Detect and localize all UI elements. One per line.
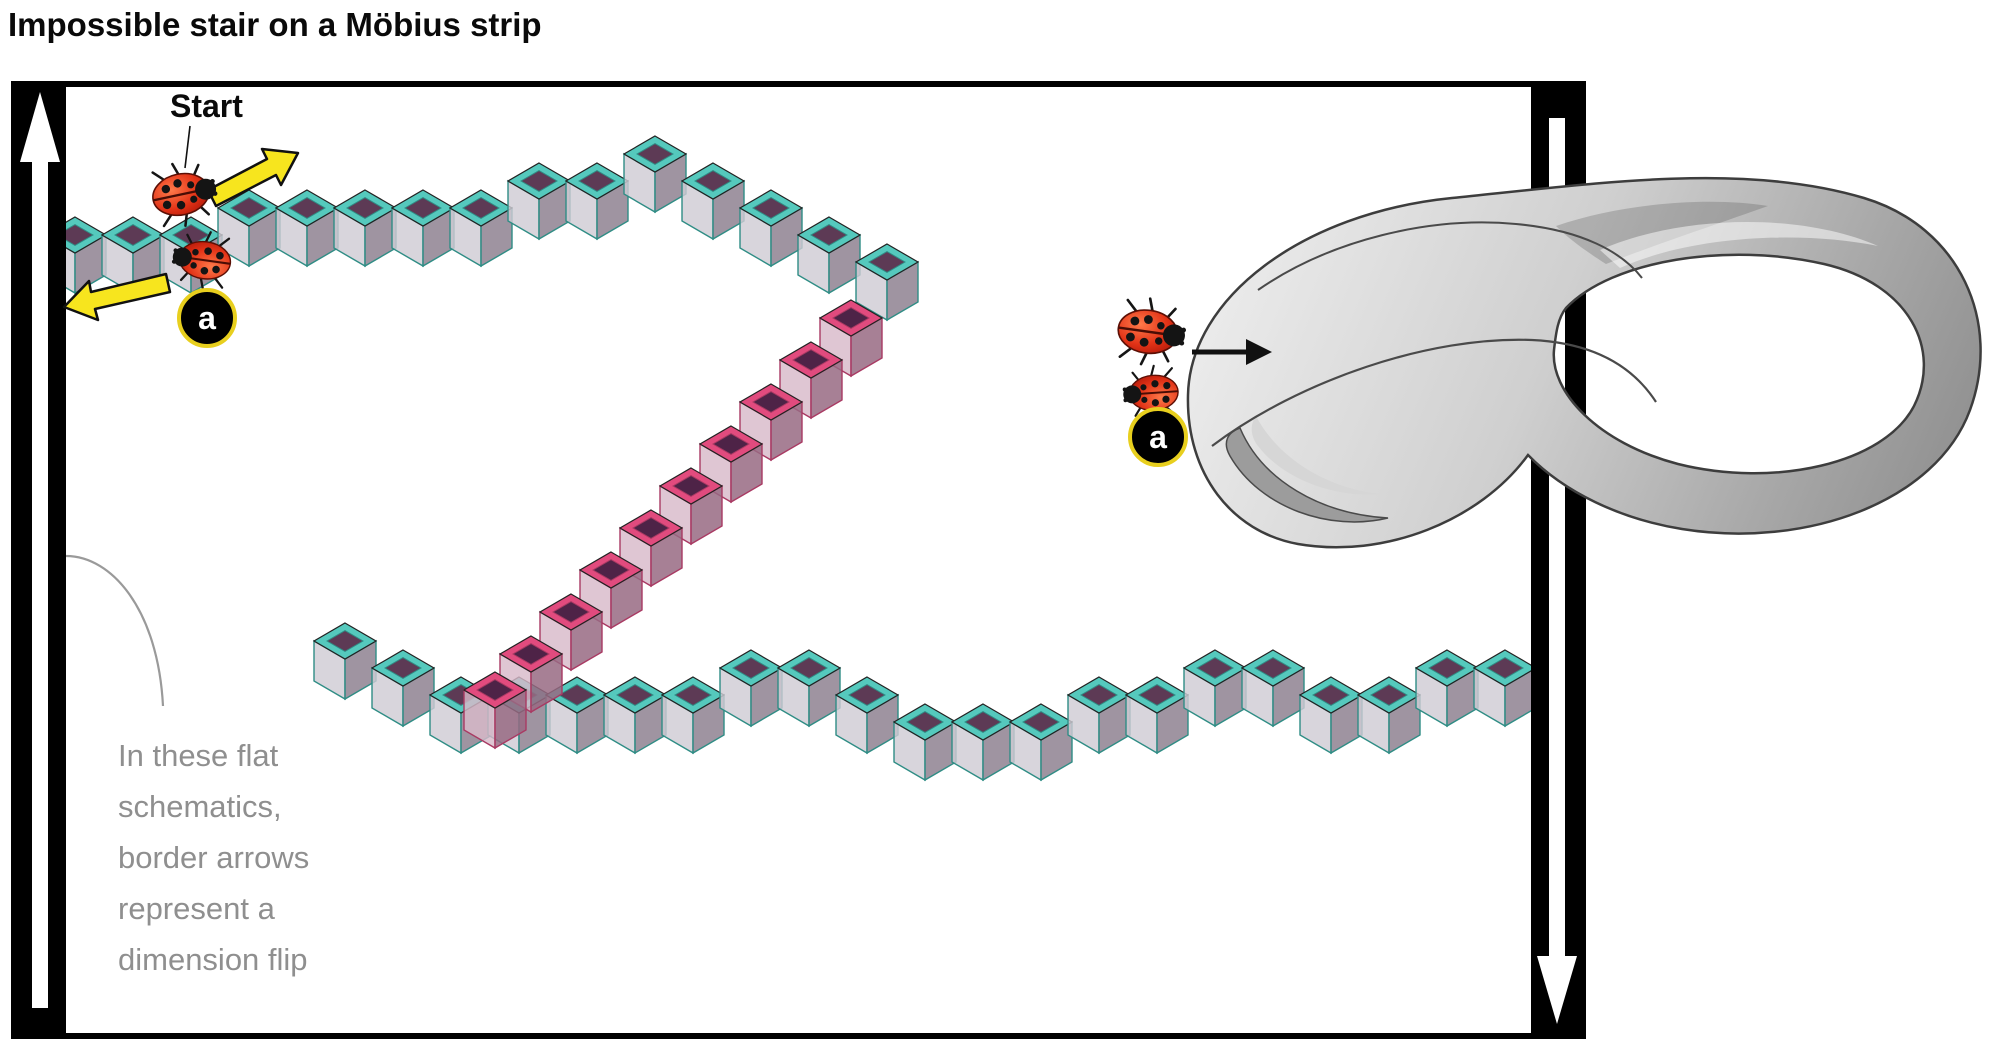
cube bbox=[1240, 649, 1306, 728]
cube bbox=[1472, 649, 1538, 728]
mobius-front-edge bbox=[1211, 338, 1657, 447]
yellow-arrows bbox=[62, 147, 300, 322]
cube bbox=[680, 162, 746, 241]
annotation-line: In these flat bbox=[118, 738, 279, 773]
cube bbox=[390, 189, 456, 268]
cube bbox=[538, 593, 604, 672]
cube bbox=[602, 676, 668, 755]
mobius-ladybug bbox=[1112, 293, 1191, 371]
cube bbox=[498, 635, 564, 714]
cube bbox=[834, 676, 900, 755]
cube bbox=[332, 189, 398, 268]
cube bbox=[1066, 676, 1132, 755]
cube bbox=[1182, 649, 1248, 728]
annotation-text: In these flat schematics, border arrows … bbox=[118, 730, 309, 985]
cube bbox=[1124, 676, 1190, 755]
cube bbox=[950, 703, 1016, 782]
cube bbox=[718, 649, 784, 728]
cube bbox=[1008, 703, 1074, 782]
annotation-line: represent a bbox=[118, 891, 275, 926]
cube bbox=[618, 509, 684, 588]
cube bbox=[100, 216, 166, 295]
cube bbox=[796, 216, 862, 295]
mobius-back-edge bbox=[1257, 221, 1643, 291]
cube bbox=[1414, 649, 1480, 728]
annotation-line: border arrows bbox=[118, 840, 310, 875]
annotation-line: schematics, bbox=[118, 789, 282, 824]
cube bbox=[776, 649, 842, 728]
cube bbox=[274, 189, 340, 268]
cube bbox=[892, 703, 958, 782]
cube bbox=[506, 162, 572, 241]
cube bbox=[698, 425, 764, 504]
cube bbox=[1356, 676, 1422, 755]
start-label-connector bbox=[184, 125, 191, 169]
point-a-badge-mobius: a bbox=[1128, 407, 1188, 467]
cube bbox=[312, 622, 378, 701]
cube bbox=[370, 649, 436, 728]
start-direction-arrow bbox=[206, 147, 300, 208]
mobius-mouth-light bbox=[1251, 416, 1380, 495]
start-label: Start bbox=[170, 88, 243, 124]
cube bbox=[564, 162, 630, 241]
annotation-pointer-curve bbox=[65, 554, 165, 707]
flip-direction-arrow bbox=[62, 272, 172, 322]
cube bbox=[462, 671, 528, 750]
annotation-line: dimension flip bbox=[118, 942, 308, 977]
figure-title: Impossible stair on a Möbius strip bbox=[8, 6, 542, 43]
point-a-badge-schematic: a bbox=[177, 288, 237, 348]
mobius-band bbox=[1186, 176, 1982, 549]
mobius-mouth-inner bbox=[1225, 427, 1389, 523]
cube bbox=[622, 135, 688, 214]
up-arrow-icon bbox=[20, 92, 60, 1008]
cube bbox=[738, 189, 804, 268]
mobius-strip bbox=[1186, 176, 1982, 549]
cube bbox=[660, 676, 726, 755]
cube bbox=[578, 551, 644, 630]
mobius-highlight bbox=[1600, 222, 1878, 268]
mobius-walk-arrow bbox=[1192, 339, 1272, 365]
cube bbox=[854, 243, 920, 322]
cube bbox=[1298, 676, 1364, 755]
cube bbox=[448, 189, 514, 268]
cube bbox=[216, 189, 282, 268]
